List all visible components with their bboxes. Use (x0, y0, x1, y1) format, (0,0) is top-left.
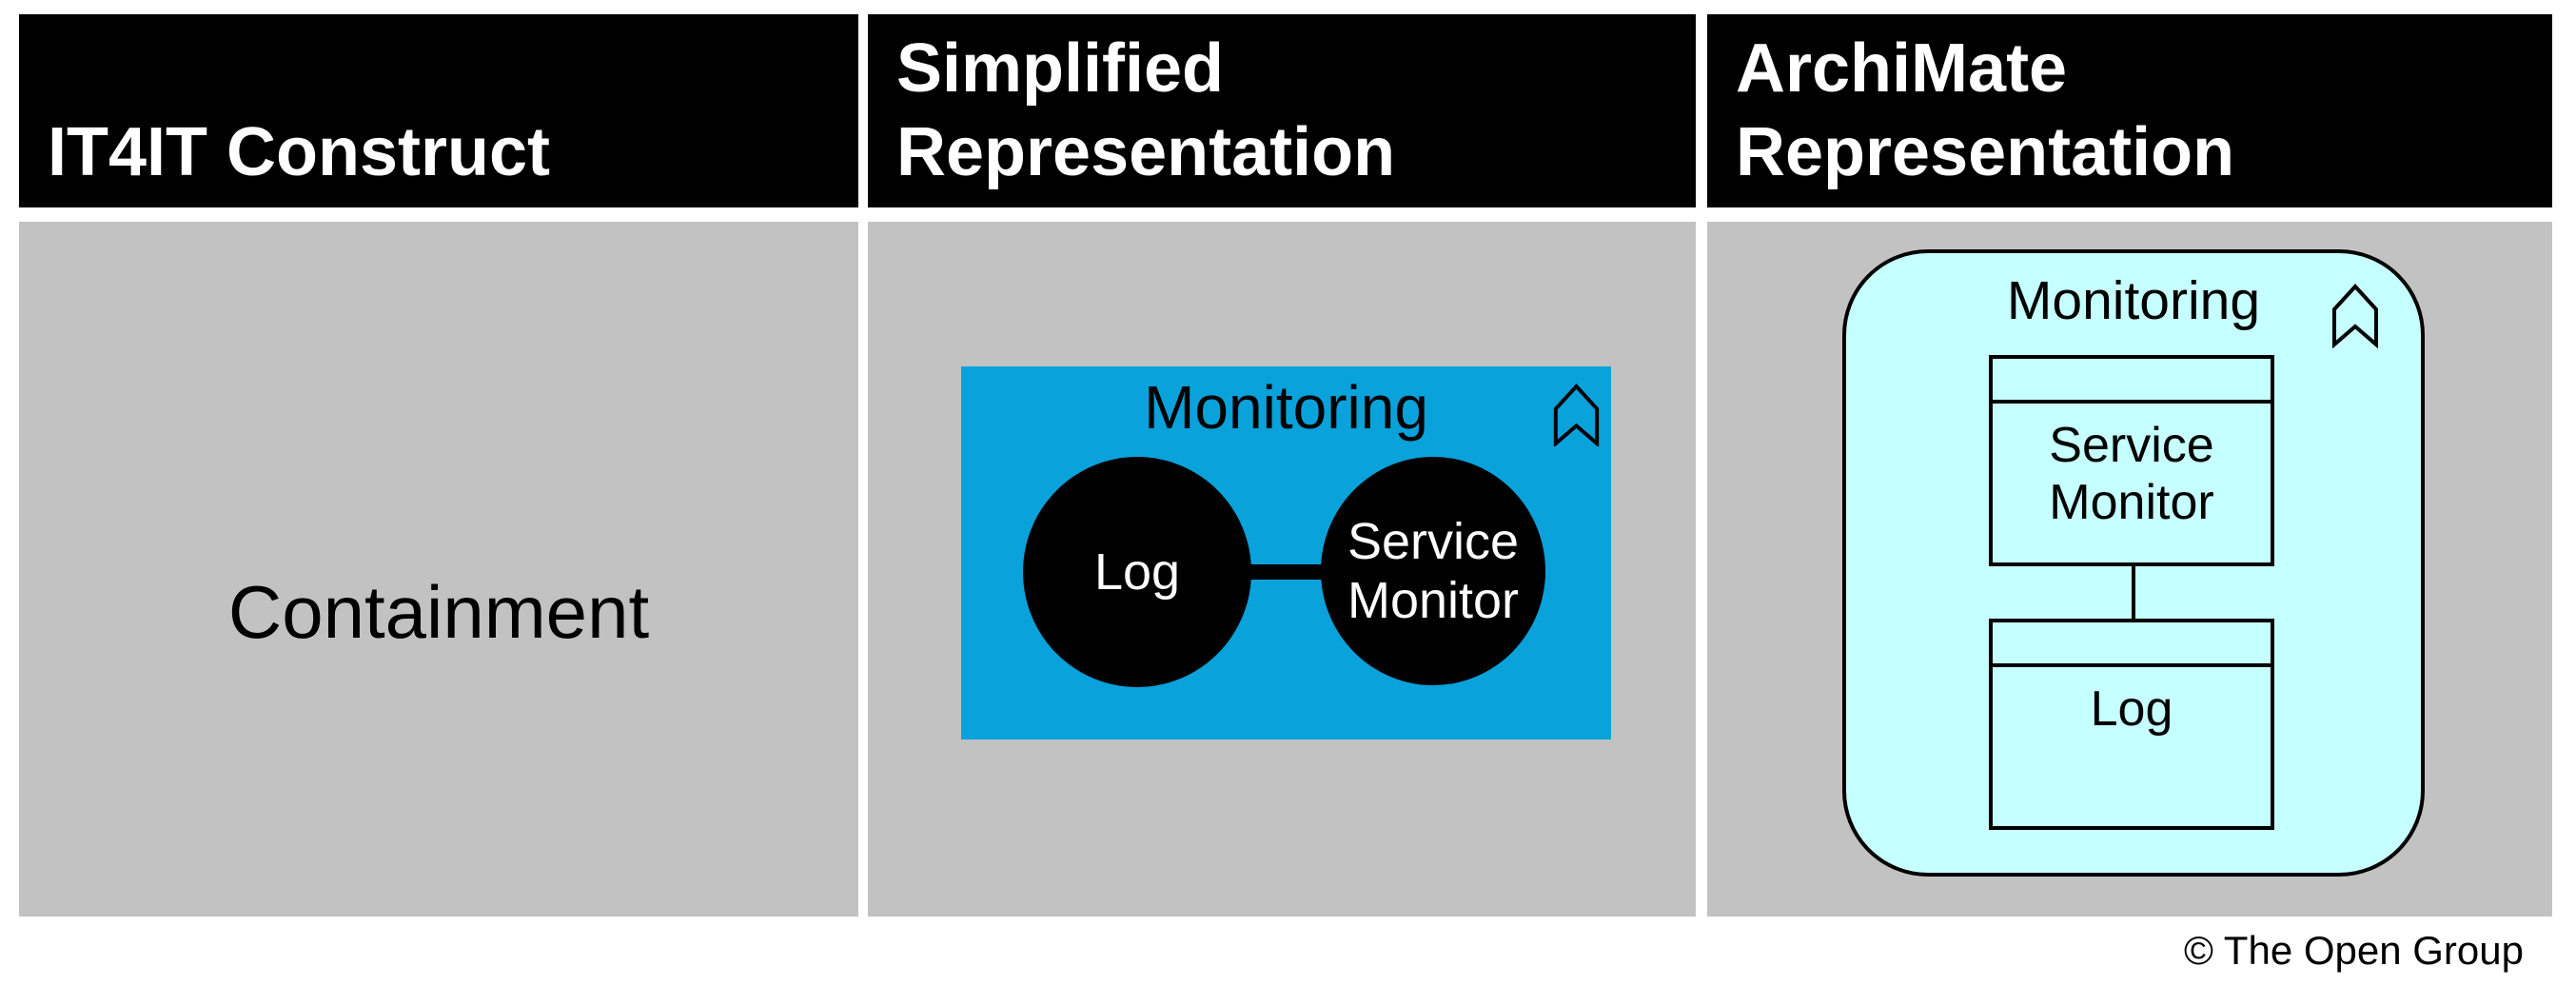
node-service-monitor: Service Monitor (1321, 457, 1545, 685)
cell-archimate-representation: Monitoring Service Monitor Log (1707, 222, 2552, 917)
component-label: Log (2090, 681, 2173, 737)
component-service-monitor: Service Monitor (1989, 355, 2274, 566)
header-cell-simplified-representation: Simplified Representation (868, 14, 1696, 207)
cell-simplified-representation: Monitoring Log Service Monitor (868, 222, 1696, 917)
simplified-monitoring-group: Monitoring Log Service Monitor (961, 366, 1611, 740)
header-label: Simplified Representation (896, 30, 1396, 190)
component-label: Service Monitor (2049, 418, 2214, 530)
archimate-monitoring-group: Monitoring Service Monitor Log (1842, 249, 2425, 877)
component-header-strip (1993, 622, 2271, 667)
group-title: Monitoring (1144, 373, 1428, 442)
cell-construct: Containment (19, 222, 858, 917)
header-label: ArchiMate Representation (1736, 30, 2235, 190)
containment-link (1249, 564, 1323, 580)
group-title: Monitoring (2006, 270, 2261, 331)
header-label: IT4IT Construct (48, 114, 551, 190)
header-cell-it4it-construct: IT4IT Construct (19, 14, 858, 207)
component-log: Log (1989, 619, 2274, 830)
node-label: Service Monitor (1347, 513, 1520, 629)
chevron-bookmark-icon (1551, 384, 1602, 448)
chevron-bookmark-icon (2331, 283, 2379, 349)
node-log: Log (1023, 457, 1251, 687)
component-header-strip (1993, 359, 2271, 404)
node-label: Log (1093, 543, 1181, 601)
copyright-notice: © The Open Group (2183, 928, 2524, 973)
construct-name: Containment (227, 569, 650, 654)
header-cell-archimate-representation: ArchiMate Representation (1707, 14, 2552, 207)
composition-link (2132, 566, 2135, 619)
